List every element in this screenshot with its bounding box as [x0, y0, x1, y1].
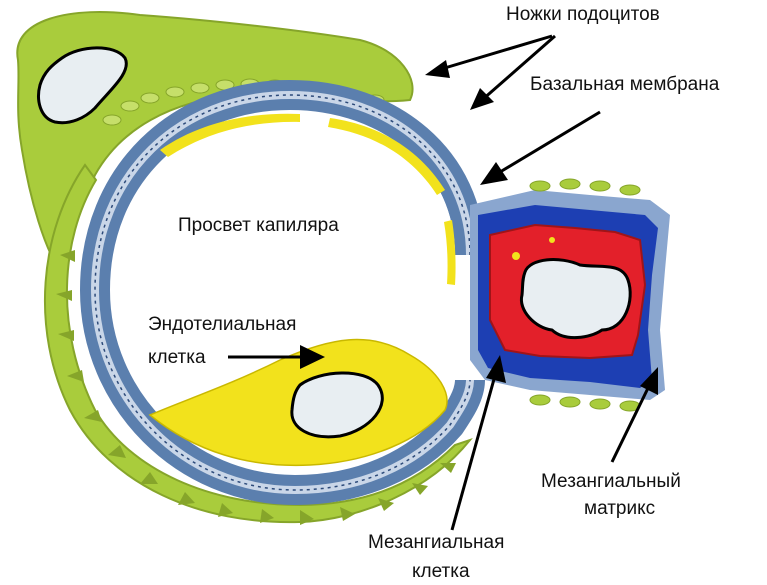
arrow-mesangial-matrix [610, 367, 658, 463]
endothelium-lining [160, 113, 456, 285]
label-podocyte-feet: Ножки подоцитов [506, 4, 660, 25]
label-mesangial-cell-2: клетка [412, 561, 470, 582]
basement-membrane [79, 79, 485, 506]
arrow-mesangial-cell [450, 355, 506, 531]
mesangium [470, 178, 670, 412]
label-endothelial-cell-1: Эндотелиальная [148, 314, 296, 335]
arrow-basement-membrane [480, 110, 601, 185]
arrow-podocyte-feet-2 [470, 34, 556, 110]
arrow-endothelial-cell [228, 345, 325, 369]
label-endothelial-cell-2: клетка [148, 347, 206, 368]
label-capillary-lumen: Просвет капиляра [178, 215, 339, 236]
label-basement-membrane: Базальная мембрана [530, 74, 720, 95]
label-mesangial-matrix-2: матрикс [584, 498, 655, 519]
label-mesangial-matrix-1: Мезангиальный [541, 471, 681, 492]
arrow-podocyte-feet-1 [425, 34, 553, 78]
mesangial-nucleus [519, 258, 632, 339]
podocyte-nucleus [37, 46, 128, 125]
endothelial-nucleus [290, 371, 384, 439]
endothelial-cell [148, 338, 448, 467]
podocyte-feet-band [43, 163, 473, 525]
label-mesangial-cell-1: Мезангиальная [368, 532, 504, 553]
